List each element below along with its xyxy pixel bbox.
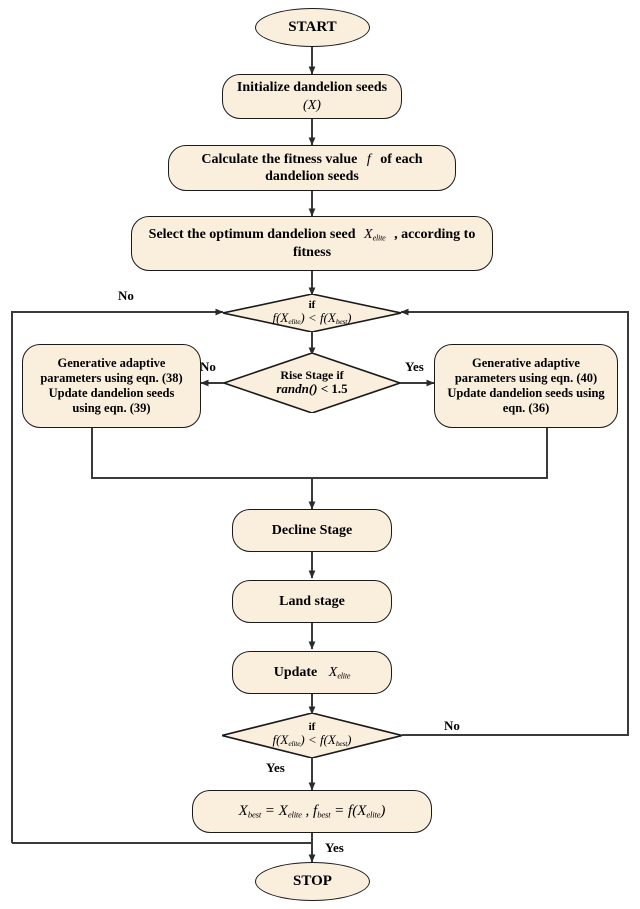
node-land-stage[interactable]: Land stage	[232, 580, 392, 623]
update-elite-label: Update	[273, 664, 318, 680]
node-select-elite[interactable]: Select the optimum dandelion seed Xelite…	[131, 216, 493, 271]
node-start[interactable]: START	[255, 8, 370, 47]
label-rise-yes: Yes	[405, 359, 424, 374]
update-elite-math: Xelite	[328, 664, 351, 681]
node-fitness-text-b: of each	[380, 151, 423, 167]
node-assign-best[interactable]: Xbest = Xelite , fbest = f(Xelite)	[192, 790, 432, 833]
assign-best-expression: Xbest = Xelite , fbest = f(Xelite)	[238, 803, 386, 820]
right-branch-line3: Update dandelion seeds using	[447, 386, 605, 400]
edge-left-loop	[11, 308, 224, 843]
node-decision-rise[interactable]: Rise Stage if randn() < 1.5	[221, 352, 403, 414]
node-decision-top[interactable]: if f(Xelite) < f(Xbest)	[222, 293, 402, 333]
land-stage-label: Land stage	[279, 593, 345, 609]
decision-rise-shape	[221, 352, 403, 414]
node-select-line2: fitness	[292, 244, 332, 260]
left-branch-line4: using eqn. (39)	[72, 401, 151, 416]
label-top-no: No	[118, 288, 134, 303]
label-bottom-yes: Yes	[266, 760, 285, 775]
node-select-text-b: , according to	[394, 227, 476, 243]
left-branch-line1: Generative adaptive	[57, 355, 166, 370]
edge-right-loop	[400, 308, 629, 736]
left-branch-line2: parameters using eqn. (38)	[40, 370, 183, 385]
edge-merge-bus	[91, 428, 548, 479]
node-fitness-math: f	[366, 151, 371, 167]
right-branch-line2: parameters using eqn. (40)	[454, 370, 598, 385]
node-stop[interactable]: STOP	[255, 862, 370, 901]
right-branch-line4: eqn. (36)	[502, 401, 550, 416]
node-fitness[interactable]: Calculate the fitness value f of each da…	[168, 145, 456, 191]
node-initialize[interactable]: Initialize dandelion seeds (X)	[222, 74, 402, 119]
decline-stage-label: Decline Stage	[271, 522, 353, 538]
label-bottom-no: No	[444, 718, 460, 733]
node-fitness-line2: dandelion seeds	[265, 169, 359, 184]
label-stop-yes: Yes	[325, 840, 344, 855]
node-fitness-text-a: Calculate the fitness value	[201, 151, 358, 167]
node-initialize-line2: (X)	[303, 97, 321, 113]
decision-bottom-shape	[221, 712, 403, 759]
node-start-label: START	[288, 19, 337, 36]
node-stop-label: STOP	[293, 873, 332, 890]
node-decline-stage[interactable]: Decline Stage	[232, 509, 392, 552]
node-decision-bottom[interactable]: if f(Xelite) < f(Xbest)	[221, 712, 403, 759]
node-left-branch[interactable]: Generative adaptive parameters using eqn…	[22, 344, 201, 428]
update-elite-row: Update Xelite	[274, 664, 351, 681]
node-initialize-line1: Initialize dandelion seeds	[236, 80, 388, 96]
node-select-text-a: Select the optimum dandelion seed	[148, 227, 356, 243]
decision-top-shape	[222, 293, 402, 333]
label-rise-no: No	[200, 359, 216, 374]
node-select-math: Xelite	[364, 227, 386, 243]
left-branch-line3: Update dandelion seeds	[48, 386, 175, 400]
node-update-elite[interactable]: Update Xelite	[232, 651, 392, 694]
right-branch-line1: Generative adaptive	[472, 355, 580, 370]
node-right-branch[interactable]: Generative adaptive parameters using eqn…	[434, 344, 618, 428]
